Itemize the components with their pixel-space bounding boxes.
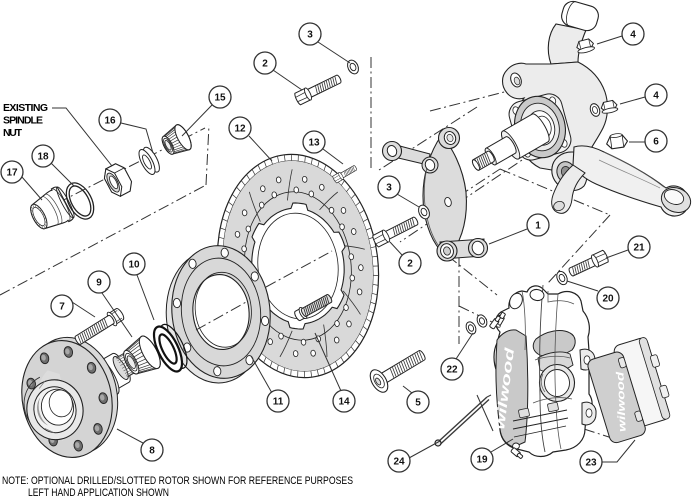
svg-text:17: 17 [6, 168, 18, 179]
svg-text:2: 2 [262, 59, 268, 70]
svg-text:20: 20 [602, 294, 614, 305]
svg-text:SPINDLE: SPINDLE [3, 115, 43, 127]
svg-text:1: 1 [535, 221, 541, 232]
svg-text:11: 11 [273, 397, 284, 408]
svg-text:NUT: NUT [3, 127, 23, 139]
svg-text:16: 16 [104, 116, 116, 127]
svg-text:14: 14 [338, 397, 350, 408]
svg-text:21: 21 [633, 243, 645, 254]
svg-text:24: 24 [393, 457, 405, 468]
svg-text:15: 15 [214, 93, 226, 104]
svg-text:4: 4 [630, 30, 636, 41]
svg-text:23: 23 [585, 458, 597, 469]
svg-text:2: 2 [407, 259, 413, 270]
svg-text:6: 6 [653, 137, 659, 148]
svg-text:wilwood: wilwood [614, 371, 628, 432]
svg-text:8: 8 [149, 446, 155, 457]
svg-text:10: 10 [128, 260, 140, 271]
svg-text:22: 22 [446, 365, 458, 376]
svg-text:18: 18 [37, 152, 49, 163]
svg-text:EXISTING: EXISTING [3, 102, 48, 114]
svg-text:3: 3 [386, 183, 392, 194]
svg-text:LEFT HAND APPLICATION SHOWN: LEFT HAND APPLICATION SHOWN [28, 487, 169, 499]
svg-text:19: 19 [476, 455, 488, 466]
svg-text:12: 12 [234, 124, 246, 135]
svg-text:7: 7 [59, 302, 65, 313]
svg-text:5: 5 [415, 398, 421, 409]
svg-text:4: 4 [653, 91, 659, 102]
svg-text:NOTE: OPTIONAL DRILLED/SLOTTED: NOTE: OPTIONAL DRILLED/SLOTTED ROTOR SHO… [2, 475, 353, 487]
svg-text:3: 3 [307, 30, 313, 41]
svg-text:13: 13 [308, 138, 320, 149]
svg-text:9: 9 [96, 278, 102, 289]
